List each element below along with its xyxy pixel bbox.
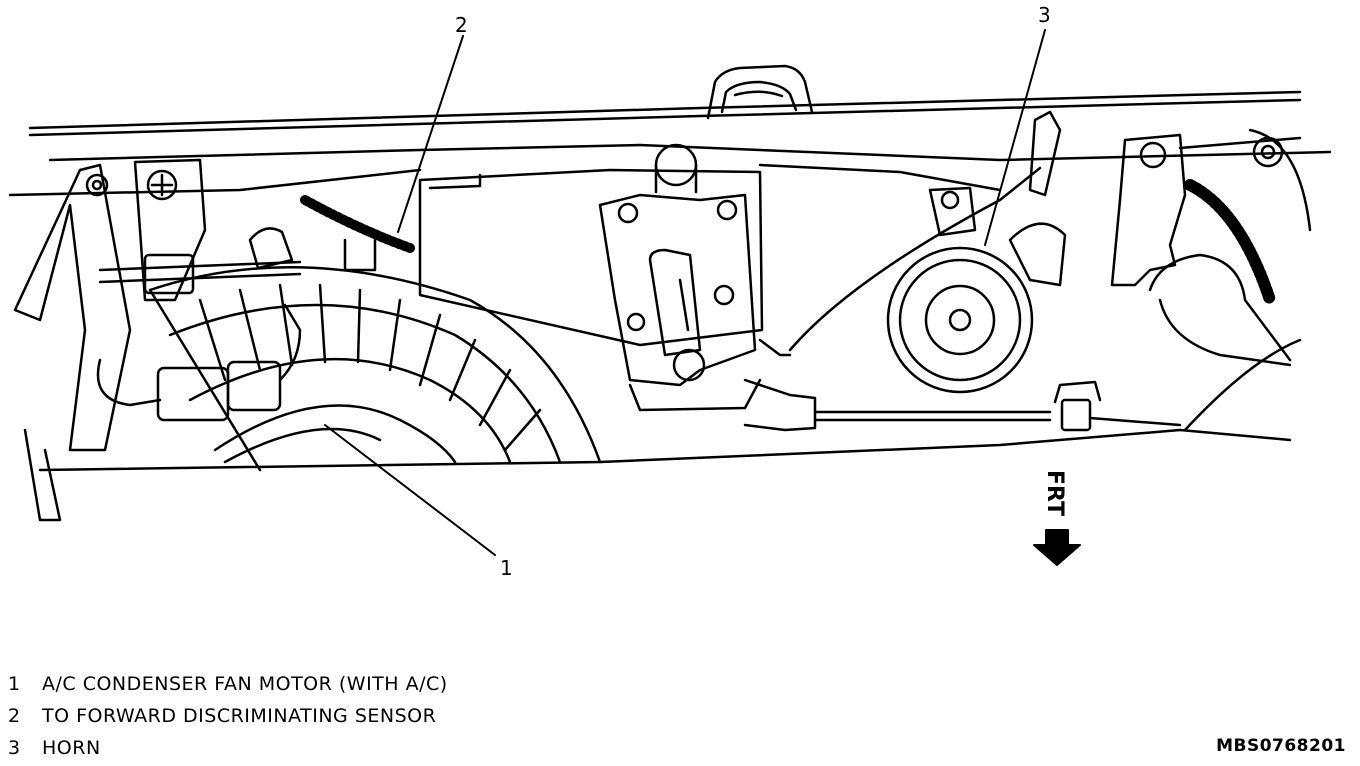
fan-motor <box>96 227 302 422</box>
radiator-support <box>8 90 1332 197</box>
radiator-cap <box>706 64 814 120</box>
legend: 1 A/C CONDENSER FAN MOTOR (WITH A/C) 2 T… <box>8 668 448 764</box>
down-arrow-icon <box>1033 529 1081 566</box>
front-direction-indicator: FRT <box>1033 470 1081 566</box>
callout-number-2: 2 <box>455 13 468 37</box>
sensor-harness <box>300 195 415 272</box>
callout-number-3: 3 <box>1038 3 1051 27</box>
lower-body <box>38 338 1302 472</box>
frt-label: FRT <box>1042 470 1067 516</box>
legend-item: 1 A/C CONDENSER FAN MOTOR (WITH A/C) <box>8 668 448 700</box>
legend-item: 2 TO FORWARD DISCRIMINATING SENSOR <box>8 700 448 732</box>
left-bracket <box>13 158 207 522</box>
fan-shroud <box>148 266 602 472</box>
engine-compartment-diagram: 2 3 1 FRT <box>8 3 1332 580</box>
legend-label: HORN <box>42 737 101 759</box>
horn <box>788 110 1067 394</box>
legend-number: 1 <box>8 673 21 695</box>
figure-code: MBS0768201 <box>1216 736 1346 756</box>
legend-number: 2 <box>8 705 21 727</box>
legend-item: 3 HORN <box>8 732 448 764</box>
right-side-components <box>1053 128 1312 432</box>
callout-number-1: 1 <box>500 556 513 580</box>
legend-label: A/C CONDENSER FAN MOTOR (WITH A/C) <box>42 673 448 695</box>
leader-lines <box>324 29 1046 556</box>
module-box <box>418 143 1052 432</box>
legend-number: 3 <box>8 737 21 759</box>
legend-label: TO FORWARD DISCRIMINATING SENSOR <box>42 705 437 727</box>
